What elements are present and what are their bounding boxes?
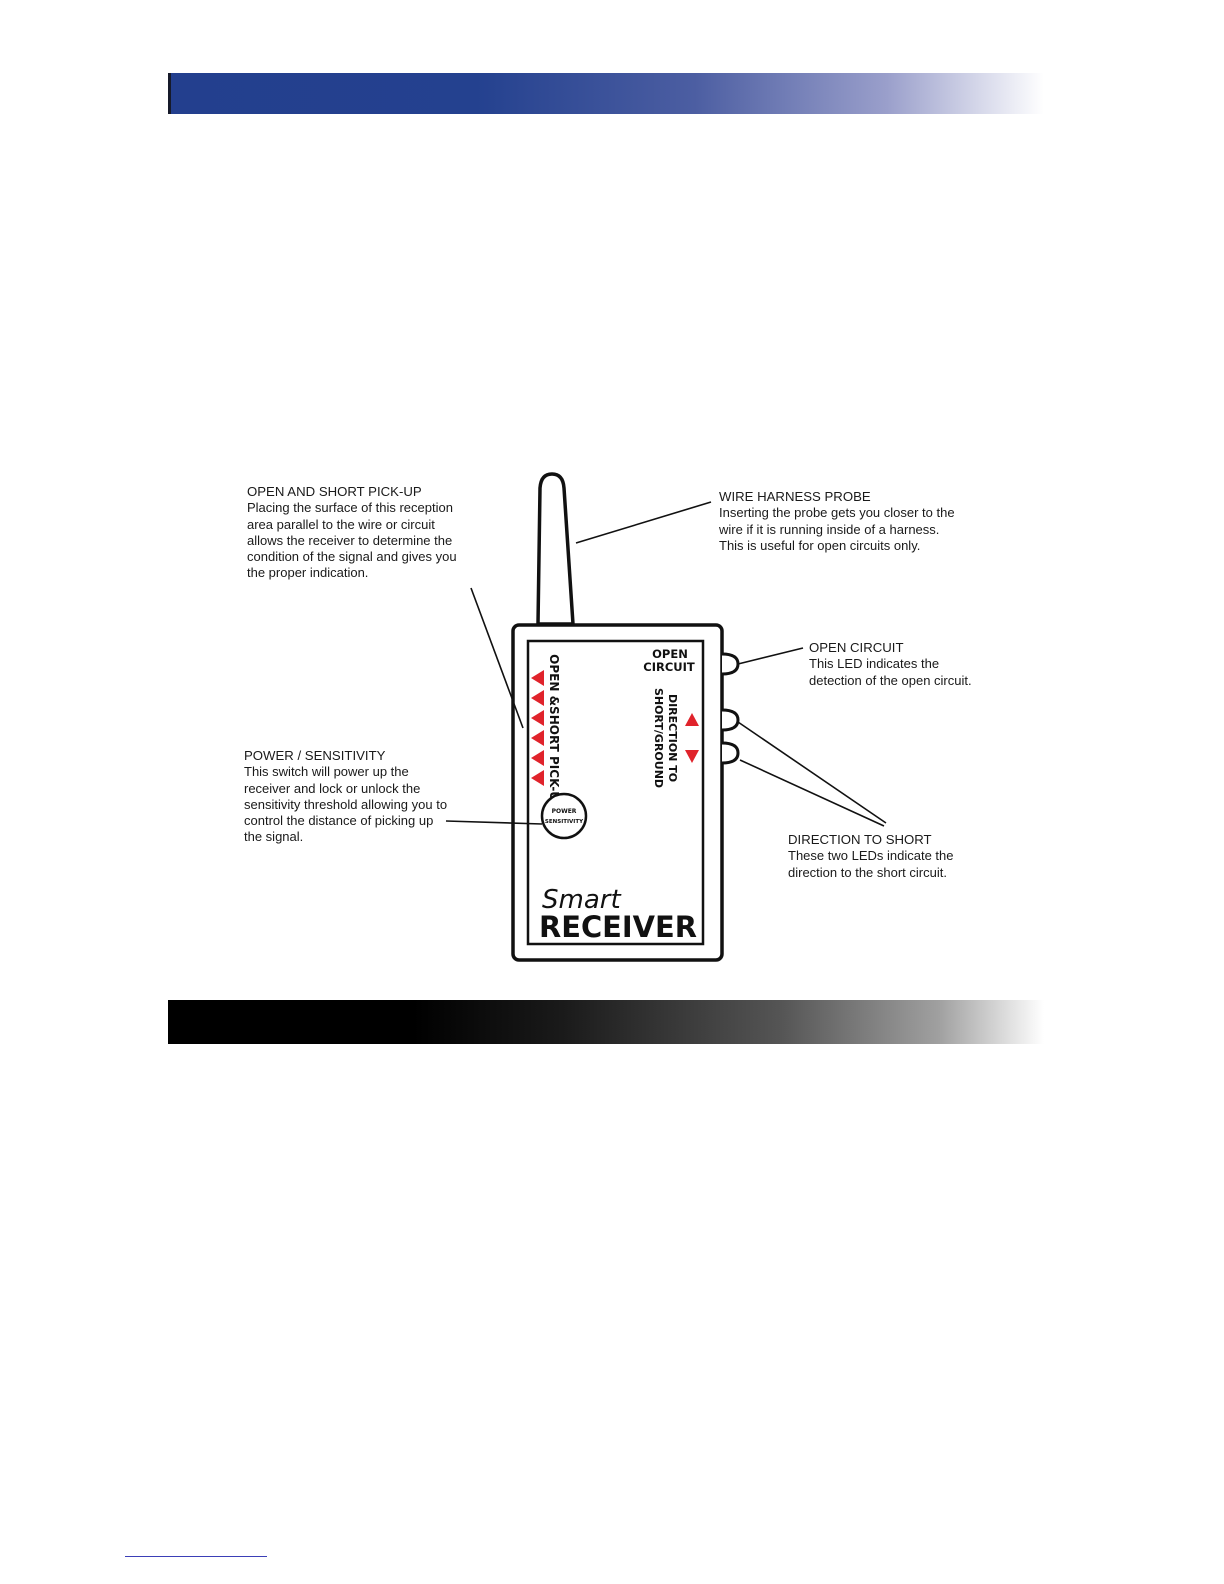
pickup-label: OPEN &SHORT PICK-UP bbox=[547, 654, 561, 810]
callout-probe-title: WIRE HARNESS PROBE bbox=[719, 489, 871, 504]
leader-line-pickup bbox=[470, 587, 524, 729]
pickup-triangle-6 bbox=[531, 770, 544, 786]
callout-direction: DIRECTION TO SHORT These two LEDs indica… bbox=[788, 832, 988, 881]
leader-line-direction-a bbox=[737, 721, 887, 824]
direction-up-triangle bbox=[685, 713, 699, 726]
callout-pickup-body: Placing the surface of this reception ar… bbox=[247, 500, 457, 581]
direction-label-line1: DIRECTION TO bbox=[666, 694, 679, 782]
callout-probe-body: Inserting the probe gets you closer to t… bbox=[719, 505, 955, 553]
callout-open-circuit-title: OPEN CIRCUIT bbox=[809, 640, 904, 655]
open-circuit-label-line2: CIRCUIT bbox=[643, 660, 695, 674]
power-sensitivity-switch bbox=[540, 792, 588, 840]
leader-line-power bbox=[445, 820, 543, 825]
power-switch-label-line2: SENSITIVITY bbox=[545, 819, 584, 825]
callout-open-circuit: OPEN CIRCUIT This LED indicates the dete… bbox=[809, 640, 1009, 689]
header-band bbox=[168, 73, 1044, 114]
power-switch-label-line1: POWER bbox=[552, 808, 577, 815]
direction-down-triangle bbox=[685, 750, 699, 763]
callout-open-circuit-body: This LED indicates the detection of the … bbox=[809, 656, 972, 688]
callout-direction-body: These two LEDs indicate the direction to… bbox=[788, 848, 954, 880]
callout-probe: WIRE HARNESS PROBE Inserting the probe g… bbox=[719, 489, 989, 554]
footer-band bbox=[168, 1000, 1044, 1044]
callout-pickup: OPEN AND SHORT PICK-UP Placing the surfa… bbox=[247, 484, 487, 582]
callout-power: POWER / SENSITIVITY This switch will pow… bbox=[244, 748, 484, 846]
leader-line-direction-b bbox=[739, 759, 885, 827]
receiver-face-panel bbox=[526, 639, 705, 946]
leader-line-open-circuit bbox=[737, 647, 804, 665]
pickup-triangle-4 bbox=[531, 730, 544, 746]
pickup-triangle-2 bbox=[531, 690, 544, 706]
bottom-rule bbox=[125, 1556, 267, 1557]
open-circuit-led bbox=[721, 652, 740, 676]
callout-power-body: This switch will power up the receiver a… bbox=[244, 764, 448, 845]
brand-receiver: RECEIVER bbox=[539, 910, 697, 944]
pickup-triangle-5 bbox=[531, 750, 544, 766]
leader-line-probe bbox=[575, 501, 712, 544]
receiver-body bbox=[511, 623, 724, 962]
callout-pickup-title: OPEN AND SHORT PICK-UP bbox=[247, 484, 422, 499]
direction-label-line2: SHORT/GROUND bbox=[652, 688, 665, 788]
pickup-triangle-1 bbox=[531, 670, 544, 686]
direction-led-down bbox=[721, 741, 740, 765]
callout-direction-title: DIRECTION TO SHORT bbox=[788, 832, 932, 847]
open-circuit-label-line1: OPEN bbox=[652, 647, 688, 661]
brand-smart: Smart bbox=[542, 885, 621, 915]
callout-power-title: POWER / SENSITIVITY bbox=[244, 748, 386, 763]
direction-led-up bbox=[721, 708, 740, 732]
wire-harness-probe bbox=[536, 472, 575, 626]
pickup-triangle-3 bbox=[531, 710, 544, 726]
